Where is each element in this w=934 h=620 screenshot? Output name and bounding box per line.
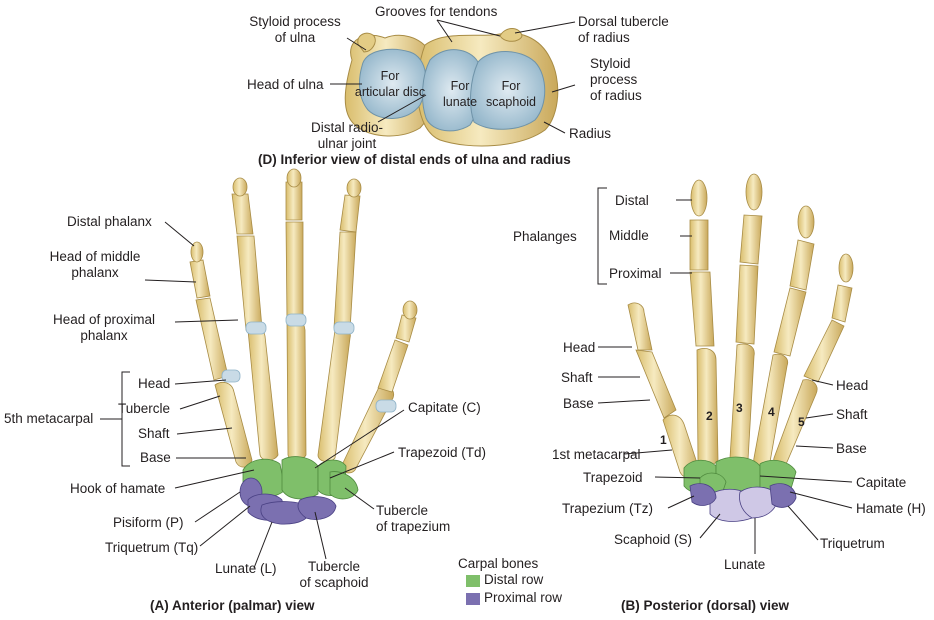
panel-b-hand	[627, 173, 854, 522]
label-head-middle-phalanx: Head of middle phalanx	[49, 249, 141, 280]
label-proximal-b: Proximal	[609, 266, 662, 281]
label-metacarpal-1: 1	[660, 433, 667, 447]
label-metacarpal-2: 2	[706, 409, 713, 423]
label-tubercle-a: Tubercle	[118, 401, 171, 416]
label-base-b-left: Base	[563, 396, 594, 411]
label-for-scaphoid: For scaphoid	[485, 79, 537, 109]
label-radius: Radius	[569, 126, 612, 141]
label-lunate-a: Lunate (L)	[215, 561, 277, 576]
label-metacarpal-3: 3	[736, 401, 743, 415]
label-base-a: Base	[140, 450, 171, 465]
label-distal-b: Distal	[615, 193, 649, 208]
label-shaft-b-right: Shaft	[836, 407, 868, 422]
label-capitate-a: Capitate (C)	[408, 400, 481, 415]
label-lunate-b: Lunate	[724, 557, 766, 572]
label-dorsal-tubercle: Dorsal tubercle of radius	[578, 14, 669, 45]
caption-panel-a: (A) Anterior (palmar) view	[150, 598, 315, 613]
label-head-a: Head	[138, 376, 171, 391]
label-head-ulna: Head of ulna	[247, 77, 324, 92]
label-1st-metacarpal: 1st metacarpal	[552, 447, 641, 462]
label-triquetrum-a: Triquetrum (Tq)	[105, 540, 199, 555]
label-head-proximal-phalanx: Head of proximal phalanx	[52, 312, 156, 343]
label-trapezoid-a: Trapezoid (Td)	[398, 445, 487, 460]
legend-label-proximal: Proximal row	[484, 590, 563, 605]
label-grooves-tendons: Grooves for tendons	[375, 4, 498, 19]
label-distal-radioulnar: Distal radio- ulnar joint	[310, 120, 384, 151]
label-styloid-radius: Styloid process of radius	[590, 56, 642, 103]
label-phalanges: Phalanges	[513, 229, 577, 244]
label-tubercle-scaphoid: Tubercle of scaphoid	[299, 559, 369, 590]
caption-panel-b: (B) Posterior (dorsal) view	[621, 598, 790, 613]
label-5th-metacarpal: 5th metacarpal	[4, 411, 94, 426]
label-scaphoid-b: Scaphoid (S)	[614, 532, 693, 547]
caption-panel-d: (D) Inferior view of distal ends of ulna…	[258, 152, 571, 167]
label-trapezoid-b: Trapezoid	[583, 470, 643, 485]
legend-label-distal: Distal row	[484, 572, 544, 587]
label-shaft-a: Shaft	[138, 426, 170, 441]
label-for-lunate: For lunate	[442, 79, 478, 109]
label-shaft-b-left: Shaft	[561, 370, 593, 385]
label-hook-hamate: Hook of hamate	[70, 481, 166, 496]
label-head-b-left: Head	[563, 340, 596, 355]
label-middle-b: Middle	[609, 228, 649, 243]
lunate-facet	[422, 49, 482, 132]
articular-disc-facet	[359, 48, 427, 119]
label-hamate-b: Hamate (H)	[856, 501, 926, 516]
label-base-b-right: Base	[836, 441, 867, 456]
panel-a-hand	[189, 168, 418, 525]
dorsal-tubercle-bump	[499, 28, 523, 42]
legend-swatch-distal	[466, 575, 480, 587]
legend-swatch-proximal	[466, 593, 480, 605]
label-triquetrum-b: Triquetrum	[820, 536, 885, 551]
label-styloid-ulna: Styloid process of ulna	[249, 14, 341, 45]
panel-d-illustration	[330, 19, 576, 147]
label-distal-phalanx: Distal phalanx	[67, 214, 152, 229]
label-metacarpal-4: 4	[768, 405, 775, 419]
label-pisiform: Pisiform (P)	[113, 515, 184, 530]
label-trapezium-b: Trapezium (Tz)	[562, 501, 654, 516]
legend-title: Carpal bones	[458, 556, 539, 571]
label-for-articular-disc: For articular disc	[354, 69, 426, 99]
label-head-b-right: Head	[836, 378, 869, 393]
label-capitate-b: Capitate	[856, 475, 907, 490]
label-tubercle-trapezium: Tubercle of trapezium	[376, 503, 451, 534]
leader-lines	[100, 187, 853, 569]
scaphoid-facet	[470, 51, 546, 130]
label-metacarpal-5: 5	[798, 415, 805, 429]
